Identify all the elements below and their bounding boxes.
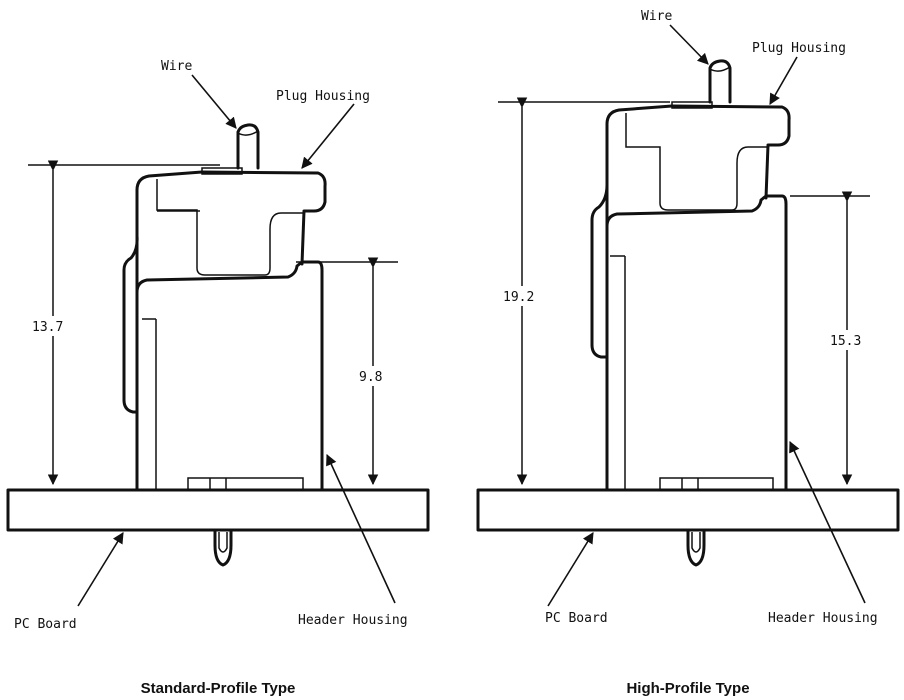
standard-header-housing [135,260,324,492]
standard-profile-caption: Standard-Profile Type [141,680,296,697]
high-pc-board [476,488,900,567]
standard-header-housing-label: Header Housing [298,613,408,628]
standard-plug-housing [122,167,327,414]
standard-plug-housing-label: Plug Housing [276,89,370,104]
high-total-height-label: 19.2 [503,290,534,305]
standard-board-leader [77,532,124,607]
standard-pc-board-label: PC Board [14,617,77,632]
high-board-leader [547,532,594,607]
high-wire [708,59,732,104]
high-header-height-label: 15.3 [830,334,861,349]
high-pc-board-label: PC Board [545,611,608,626]
standard-header-leader [326,453,396,604]
high-wire-label: Wire [641,9,672,24]
high-header-housing [605,194,788,492]
standard-total-height-label: 13.7 [32,320,63,335]
high-profile-drawing: 19.2 15.3 Wire Plug Housing PC Board Hea… [476,9,900,697]
standard-plug-leader [301,103,355,169]
high-wire-leader [669,24,709,65]
high-plug-leader [769,56,798,105]
high-profile-caption: High-Profile Type [626,680,749,697]
standard-pc-board [6,488,430,567]
standard-wire-leader [191,74,237,129]
standard-wire-label: Wire [161,59,192,74]
high-header-housing-label: Header Housing [768,611,878,626]
standard-wire [236,123,260,170]
high-plug-housing [590,101,791,359]
high-header-leader [789,440,866,604]
high-plug-housing-label: Plug Housing [752,41,846,56]
standard-header-height-label: 9.8 [359,370,382,385]
standard-profile-drawing: 13.7 9.8 Wire Plug Housing PC Board Head… [6,59,430,697]
